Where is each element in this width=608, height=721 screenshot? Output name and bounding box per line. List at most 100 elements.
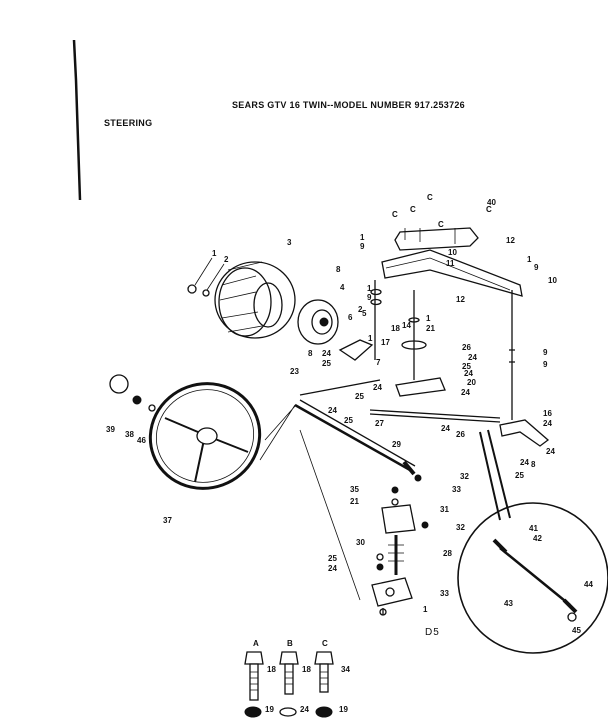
right-spindle <box>499 290 550 447</box>
callout-label: 25 <box>515 471 524 480</box>
callout-label: 18 <box>302 665 311 674</box>
cap-part <box>187 284 197 294</box>
callout-label: 16 <box>543 409 552 418</box>
callout-label: C <box>427 193 433 202</box>
callout-label: 1 <box>368 334 373 343</box>
callout-label: 1 <box>367 284 372 293</box>
callout-label: 24 <box>520 458 529 467</box>
callout-label: B <box>287 639 293 648</box>
callout-label: 17 <box>381 338 390 347</box>
callout-label: 24 <box>464 369 473 378</box>
callout-label: 38 <box>125 430 134 439</box>
callout-label: 25 <box>355 392 364 401</box>
zoom-connector <box>479 429 511 521</box>
callout-label: 8 <box>308 349 313 358</box>
center-hardware <box>376 474 429 571</box>
callout-label: 1 <box>426 314 431 323</box>
callout-label: 24 <box>373 383 382 392</box>
callout-label: 9 <box>543 360 548 369</box>
callout-label: 33 <box>452 485 461 494</box>
callout-label: 24 <box>461 388 470 397</box>
callout-label: C <box>438 220 444 229</box>
steering-wheel <box>148 382 262 490</box>
drag-link <box>299 379 381 396</box>
callout-label: 24 <box>328 406 337 415</box>
callout-label: 5 <box>362 309 367 318</box>
callout-label: 24 <box>328 564 337 573</box>
callout-label: 39 <box>106 425 115 434</box>
callout-label: 43 <box>504 599 513 608</box>
callout-label: 31 <box>440 505 449 514</box>
callout-label: 37 <box>163 516 172 525</box>
steering-gear-assembly <box>371 504 416 616</box>
callout-label: 14 <box>402 321 411 330</box>
callout-label: C <box>322 639 328 648</box>
callout-label: 21 <box>426 324 435 333</box>
callout-label: 18 <box>267 665 276 674</box>
callout-label: 42 <box>533 534 542 543</box>
callout-label: 1 <box>212 249 217 258</box>
callout-label: 12 <box>456 295 465 304</box>
diagram-code: D5 <box>425 627 440 638</box>
callout-label: 26 <box>462 343 471 352</box>
callout-label: 7 <box>376 358 381 367</box>
diagram-title: SEARS GTV 16 TWIN--MODEL NUMBER 917.2537… <box>232 100 465 110</box>
callout-label: 28 <box>443 549 452 558</box>
steering-washer <box>148 404 156 412</box>
callout-label: 35 <box>350 485 359 494</box>
center-pivot <box>395 290 446 397</box>
callout-label: 25 <box>344 416 353 425</box>
callout-label: 2 <box>224 255 229 264</box>
callout-label: 45 <box>572 626 581 635</box>
steering-nut <box>132 395 142 405</box>
wheel-rim <box>297 299 339 345</box>
callout-label: 1 <box>527 255 532 264</box>
callout-label: 25 <box>462 362 471 371</box>
callout-label: 25 <box>328 554 337 563</box>
callout-label: 9 <box>534 263 539 272</box>
callout-label: 2 <box>358 305 363 314</box>
callout-label: C <box>410 205 416 214</box>
callout-label: 19 <box>339 705 348 714</box>
callout-label: 30 <box>356 538 365 547</box>
leader-lines <box>194 257 225 291</box>
tie-rod <box>369 409 501 419</box>
callout-label: 32 <box>460 472 469 481</box>
left-spindle <box>338 280 382 361</box>
callout-label: 46 <box>137 436 146 445</box>
callout-label: 21 <box>350 497 359 506</box>
callout-label: 24 <box>441 424 450 433</box>
front-tire <box>214 261 296 339</box>
callout-label: A <box>253 639 259 648</box>
front-axle <box>381 227 523 297</box>
callout-label: 19 <box>265 705 274 714</box>
steering-cap <box>109 374 129 394</box>
callout-label: 34 <box>341 665 350 674</box>
callout-label: 1 <box>423 605 428 614</box>
callout-label: C <box>486 205 492 214</box>
detail-circle <box>457 502 608 654</box>
callout-label: 10 <box>548 276 557 285</box>
callout-label: 4 <box>340 283 345 292</box>
callout-label: C <box>392 210 398 219</box>
callout-label: 24 <box>546 447 555 456</box>
callout-label: 24 <box>300 705 309 714</box>
washer-part <box>202 289 210 297</box>
callout-label: 8 <box>336 265 341 274</box>
callout-label: 11 <box>446 259 455 268</box>
callout-label: 18 <box>391 324 400 333</box>
callout-label: 10 <box>448 248 457 257</box>
callout-label: 29 <box>392 440 401 449</box>
callout-label: 26 <box>456 430 465 439</box>
callout-label: 1 <box>360 233 365 242</box>
callout-label: 6 <box>348 313 353 322</box>
callout-label: 32 <box>456 523 465 532</box>
callout-label: 25 <box>322 359 331 368</box>
callout-label: 20 <box>467 378 476 387</box>
scan-edge-mark <box>72 39 82 201</box>
steering-shaft <box>294 399 416 476</box>
callout-label: 9 <box>367 293 372 302</box>
callout-label: 24 <box>322 349 331 358</box>
